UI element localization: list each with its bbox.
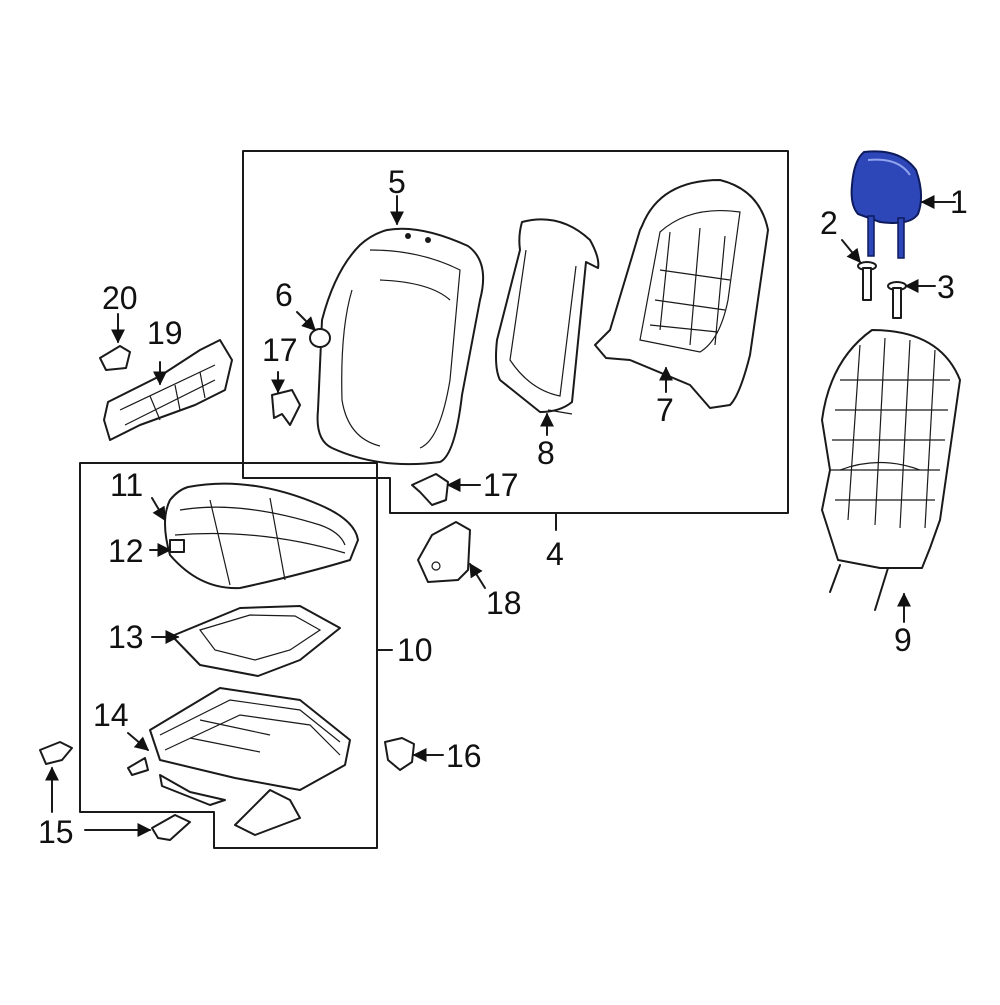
bracket-part-20[interactable] <box>99 345 131 371</box>
headrest-part-1[interactable] <box>850 150 922 259</box>
guide-part-2[interactable] <box>857 261 877 301</box>
bracket-part-16[interactable] <box>384 737 415 771</box>
clip-part-12[interactable] <box>169 539 185 553</box>
callout-7: 7 <box>656 392 674 428</box>
callout-8: 8 <box>537 435 555 471</box>
cushion-frame-part-14[interactable] <box>127 687 351 836</box>
callout-17-a: 17 <box>262 332 298 368</box>
clip-part-17b[interactable] <box>411 473 449 506</box>
callout-20: 20 <box>102 280 138 316</box>
clip-part-15a[interactable] <box>39 741 73 765</box>
callout-14: 14 <box>93 697 129 733</box>
callout-18: 18 <box>486 585 522 621</box>
callout-19: 19 <box>147 315 183 351</box>
side-shield-part-19[interactable] <box>103 339 233 441</box>
callout-1: 1 <box>950 184 968 220</box>
callout-6: 6 <box>275 277 293 313</box>
callout-10: 10 <box>397 632 433 668</box>
cushion-part-11[interactable] <box>164 482 359 590</box>
guide-part-3[interactable] <box>887 281 907 319</box>
cover-hole <box>431 561 441 571</box>
callout-11: 11 <box>110 467 143 503</box>
callout-4: 4 <box>546 536 564 572</box>
knob-part-6[interactable] <box>309 328 331 348</box>
callout-9: 9 <box>894 622 912 658</box>
callout-16: 16 <box>446 738 482 774</box>
clip-part-15b[interactable] <box>151 814 191 841</box>
seatback-frame-part-9[interactable] <box>821 329 961 611</box>
callout-12: 12 <box>108 533 144 569</box>
callout-5: 5 <box>388 164 406 200</box>
clip-part-17a[interactable] <box>271 389 301 426</box>
seatback-cover-part-5[interactable] <box>316 227 484 466</box>
callout-15: 15 <box>38 814 74 850</box>
callout-3: 3 <box>937 269 955 305</box>
callout-13: 13 <box>108 619 144 655</box>
cover-part-18[interactable] <box>417 521 471 583</box>
seatback-frame-part-7[interactable] <box>594 179 769 409</box>
callout-2: 2 <box>820 205 838 241</box>
callout-17-b: 17 <box>483 467 519 503</box>
cushion-group-box <box>79 462 378 849</box>
cushion-pad-part-13[interactable] <box>171 605 341 677</box>
seatback-group-box <box>242 150 789 514</box>
leader-arrows <box>45 195 956 837</box>
back-panel-part-8[interactable] <box>495 218 600 415</box>
